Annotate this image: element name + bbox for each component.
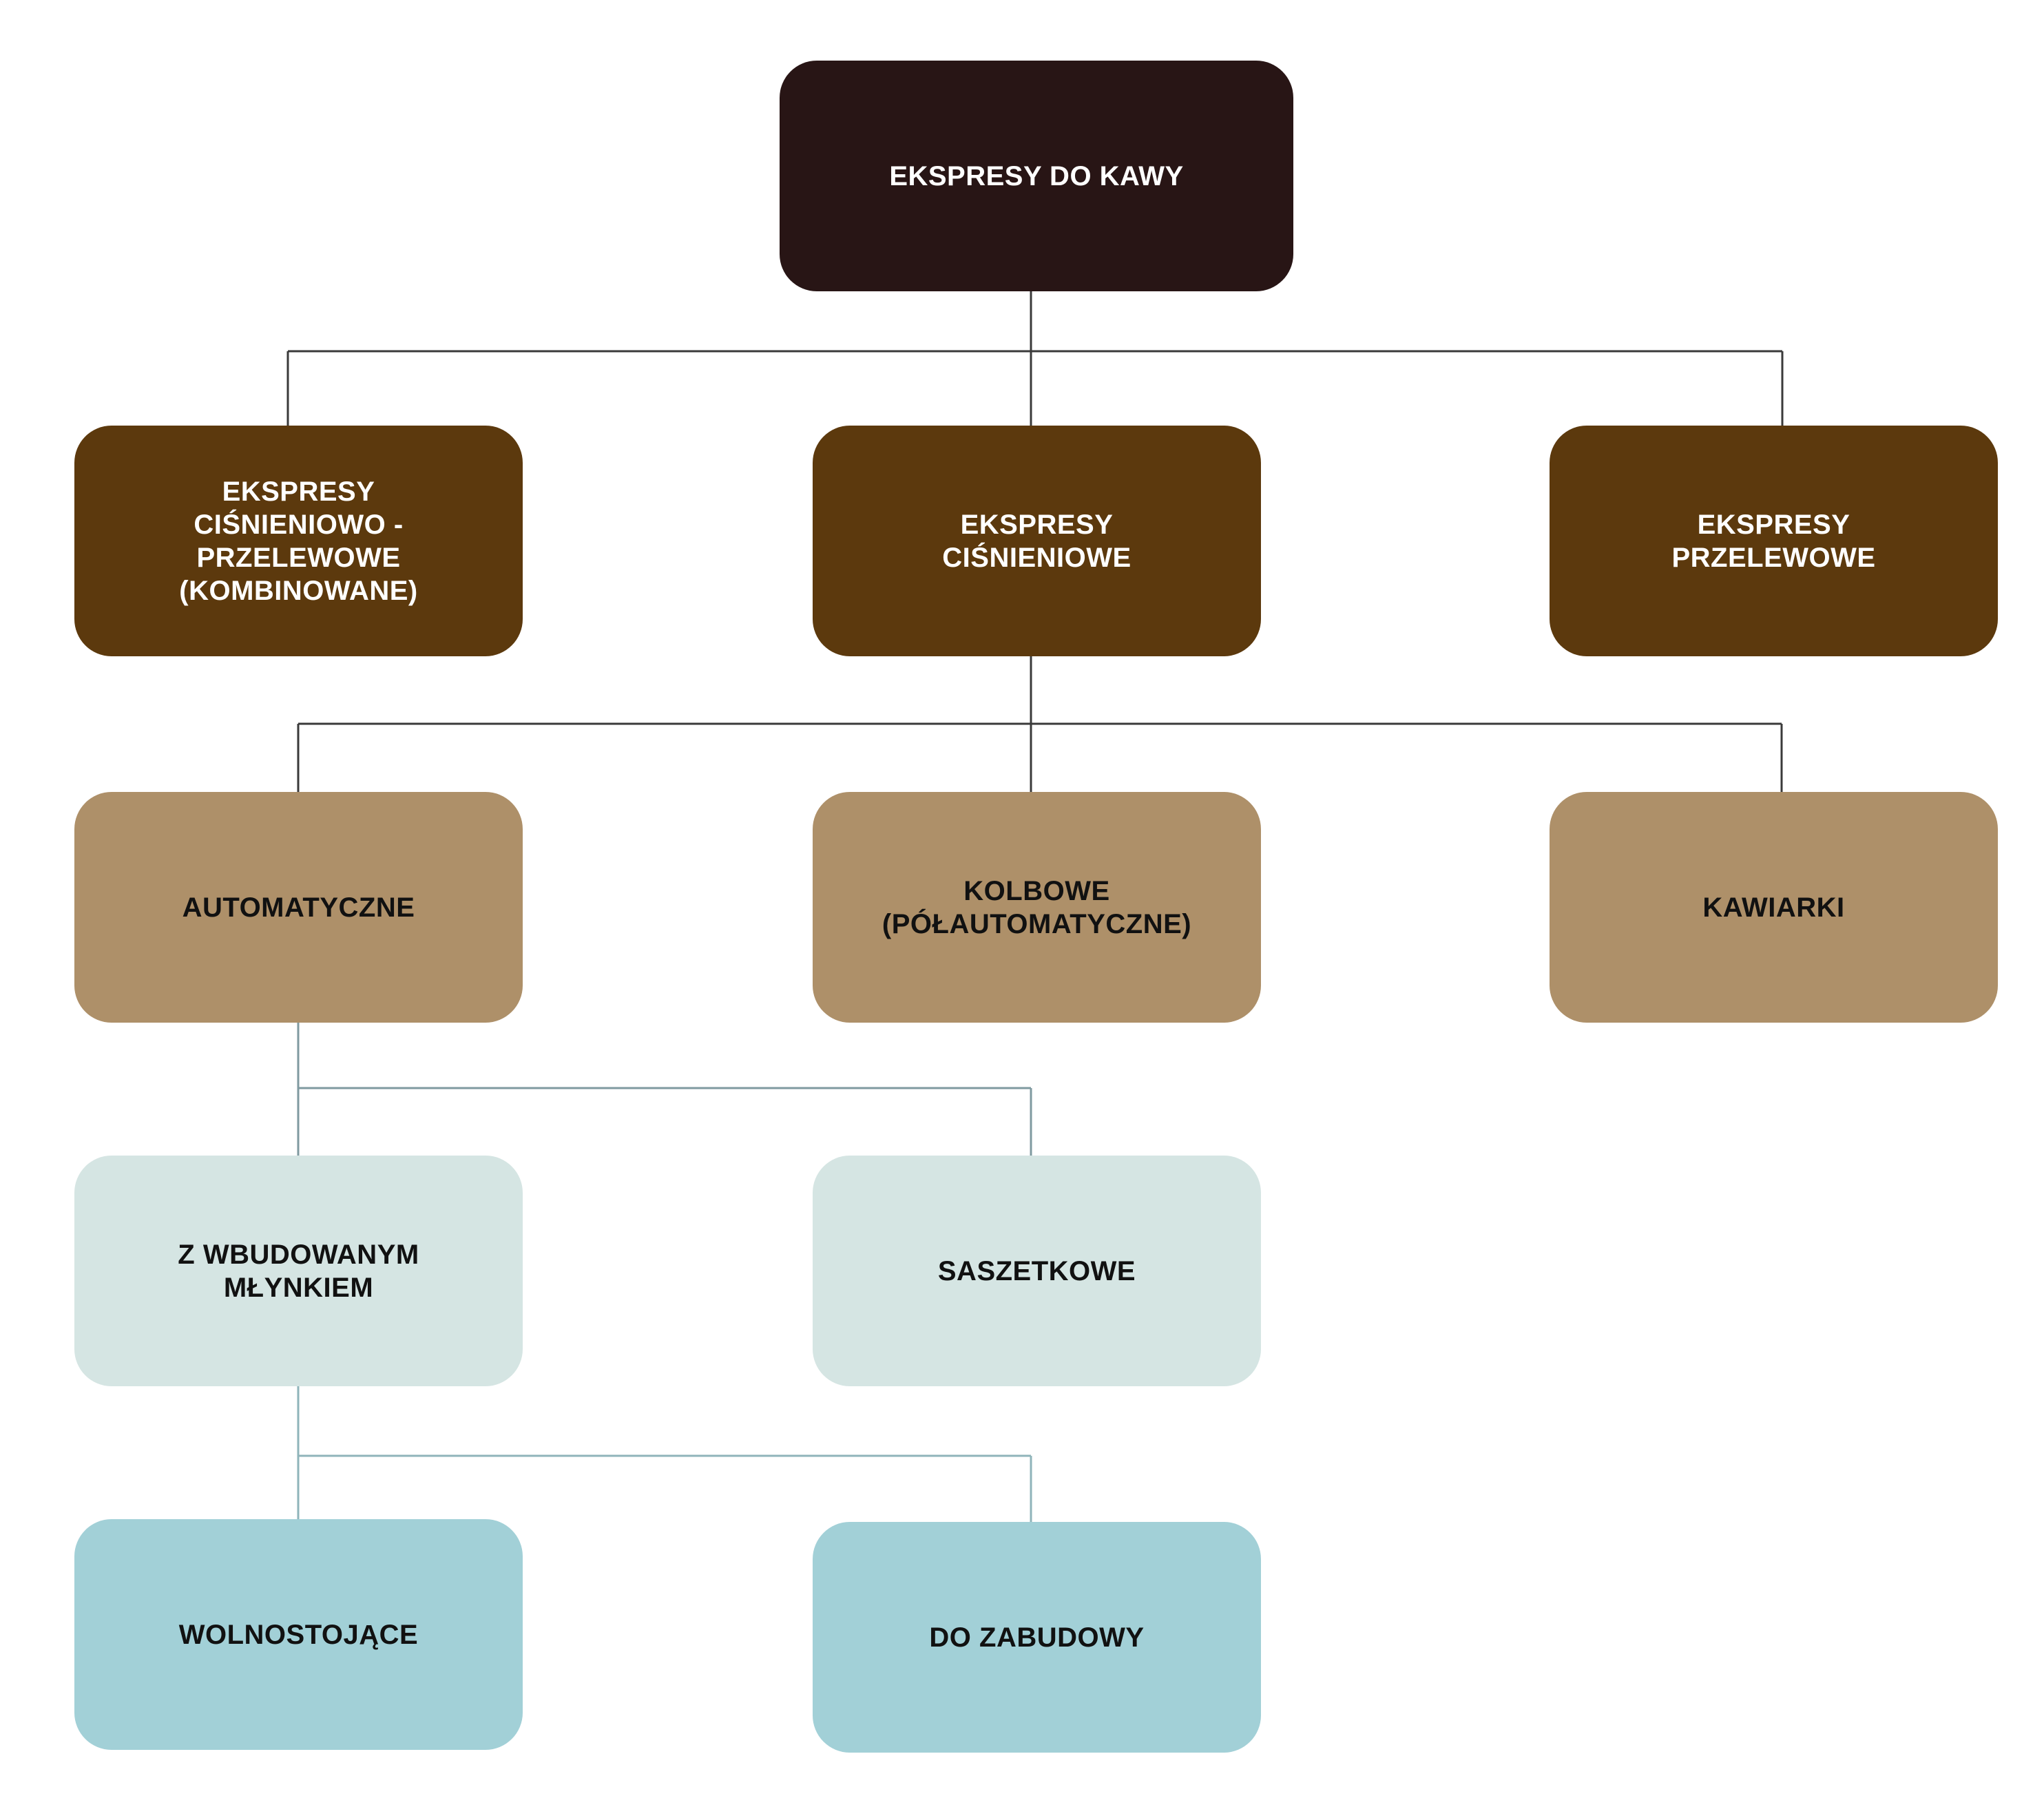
- node-pressure-machines: EKSPRESY CIŚNIENIOWE: [813, 426, 1261, 656]
- node-moka-pots: KAWIARKI: [1550, 792, 1998, 1023]
- connector-root-to-level1: [286, 291, 1784, 426]
- node-pressure-machines-label: EKSPRESY CIŚNIENIOWE: [942, 509, 1132, 573]
- node-capsule: SASZETKOWE: [813, 1156, 1261, 1386]
- node-built-in-grinder: Z WBUDOWANYM MŁYNKIEM: [74, 1156, 523, 1386]
- connector-pressure-to-level2: [297, 656, 1783, 792]
- connector-grinder-to-level4: [297, 1386, 1032, 1522]
- node-built-in-grinder-label: Z WBUDOWANYM MŁYNKIEM: [178, 1239, 419, 1303]
- node-combined-machines: EKSPRESY CIŚNIENIOWO - PRZELEWOWE (KOMBI…: [74, 426, 523, 656]
- node-freestanding-label: WOLNOSTOJĄCE: [178, 1619, 419, 1650]
- node-built-in-label: DO ZABUDOWY: [929, 1622, 1145, 1653]
- node-moka-pots-label: KAWIARKI: [1702, 892, 1845, 923]
- node-drip-machines: EKSPRESY PRZELEWOWE: [1550, 426, 1998, 656]
- node-portafilter-label: KOLBOWE (PÓŁAUTOMATYCZNE): [882, 875, 1192, 939]
- node-automatic: AUTOMATYCZNE: [74, 792, 523, 1023]
- node-portafilter: KOLBOWE (PÓŁAUTOMATYCZNE): [813, 792, 1261, 1023]
- connector-automatic-to-level3: [297, 1023, 1032, 1156]
- node-combined-machines-label: EKSPRESY CIŚNIENIOWO - PRZELEWOWE (KOMBI…: [179, 476, 418, 606]
- node-automatic-label: AUTOMATYCZNE: [182, 892, 415, 923]
- node-built-in: DO ZABUDOWY: [813, 1522, 1261, 1753]
- node-coffee-machines-label: EKSPRESY DO KAWY: [889, 160, 1184, 191]
- node-capsule-label: SASZETKOWE: [937, 1255, 1136, 1286]
- node-coffee-machines: EKSPRESY DO KAWY: [780, 61, 1293, 291]
- node-drip-machines-label: EKSPRESY PRZELEWOWE: [1671, 509, 1876, 573]
- node-freestanding: WOLNOSTOJĄCE: [74, 1519, 523, 1750]
